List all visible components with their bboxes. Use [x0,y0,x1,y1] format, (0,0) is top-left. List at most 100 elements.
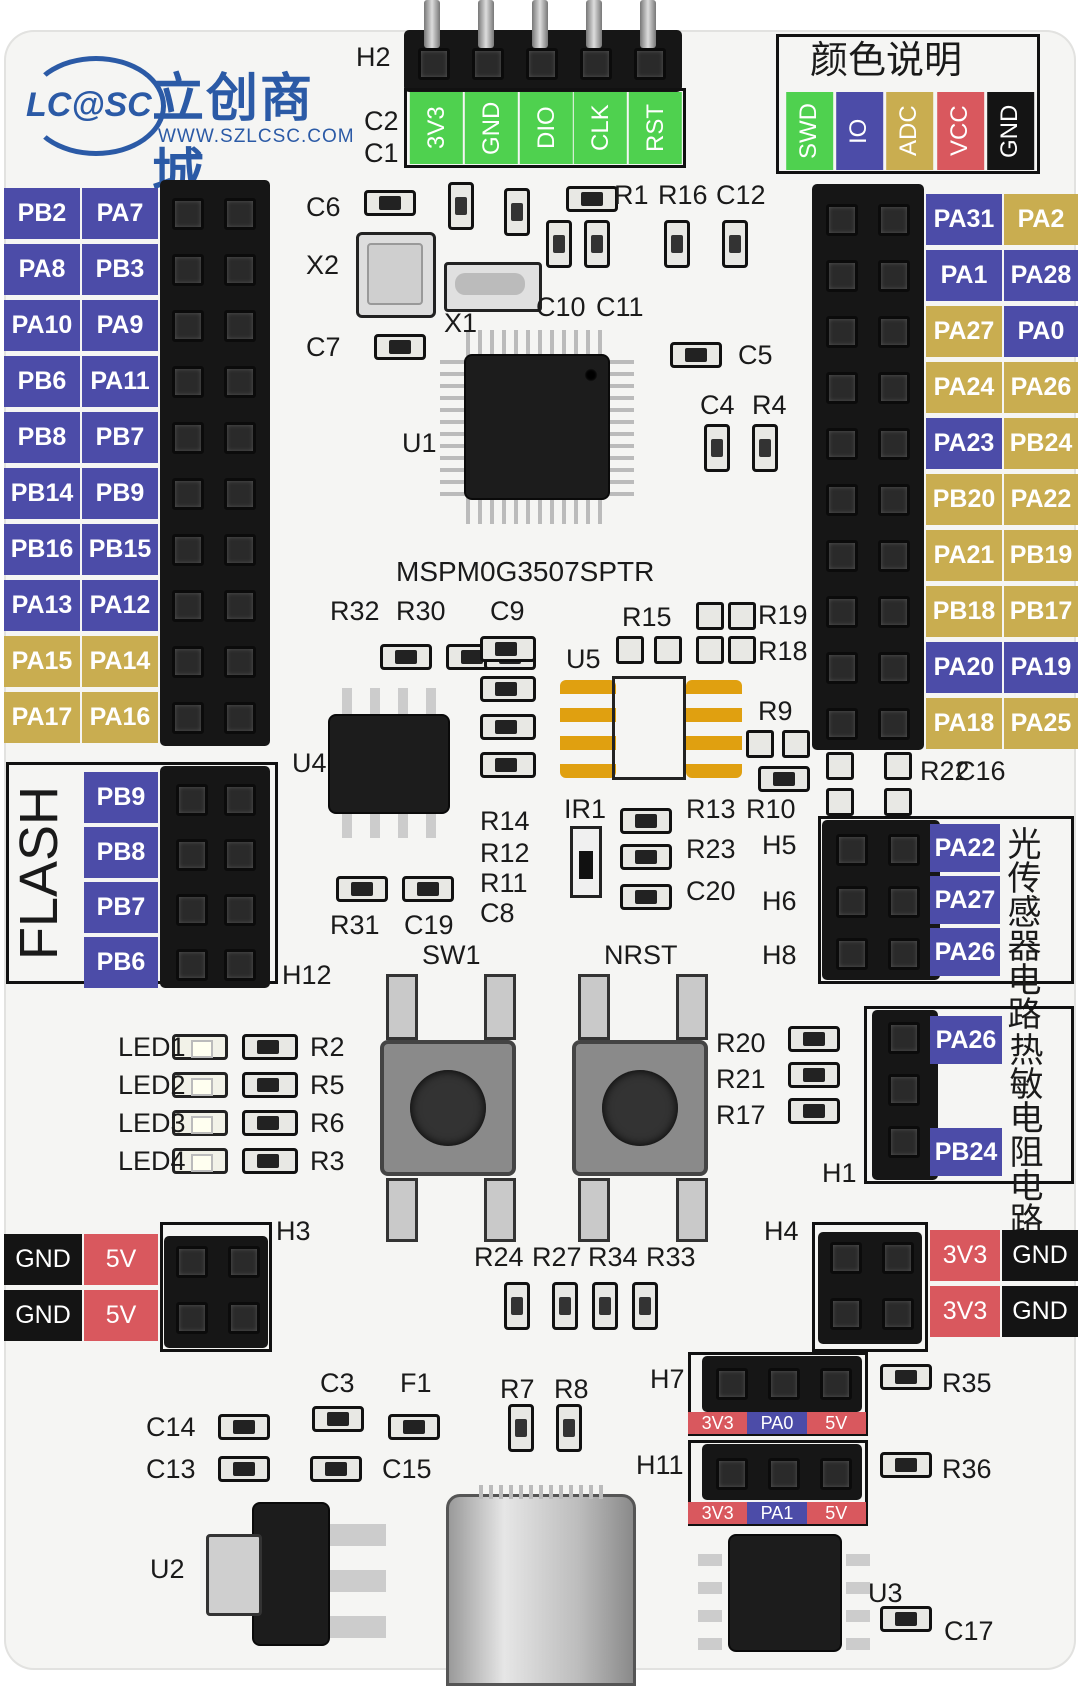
silk-label-c9: C9 [490,596,525,626]
passive-component [504,188,530,236]
h2-pin-post [424,0,440,48]
silk-label-r24: R24 [474,1242,524,1272]
passive-component [364,190,416,216]
passive-pad [826,788,854,816]
power-right-3v3: 3V3 [930,1286,1000,1337]
silk-label-r13: R13 [686,794,736,824]
right-header-pin [878,372,910,404]
right-header-pin [826,428,858,460]
logo-url: WWW.SZLCSC.COM [158,126,355,147]
silk-label-r7: R7 [500,1374,535,1404]
passive-component [880,1606,932,1632]
power-right-gnd: GND [1002,1286,1078,1337]
silk-label-r35: R35 [942,1368,992,1398]
u2-ref: U2 [150,1554,185,1584]
passive-pad [826,752,854,780]
legend-item: GND [986,92,1035,170]
thermistor-ref: H1 [822,1158,857,1188]
right-pin-label: PA26 [1004,362,1078,413]
passive-pad [616,636,644,664]
sw1-leg [386,974,418,1040]
right-pin-label: PA25 [1004,698,1078,749]
left-pin-label: PA11 [82,356,158,407]
nrst-leg [676,974,708,1040]
passive-pad [696,636,724,664]
flash-header-pin [176,894,208,926]
legend-title: 颜色说明 [810,40,963,82]
silk-label-r22: R22 [920,756,970,786]
left-header-pin [224,478,256,510]
h2-pin-post [532,0,548,48]
passive-component [620,884,672,910]
flash-pin-label: PB9 [84,772,158,823]
right-pin-label: PB19 [1004,530,1078,581]
left-pin-label: PB3 [82,244,158,295]
silk-label-c15: C15 [382,1454,432,1484]
power-right-pin [830,1298,862,1330]
passive-component [374,334,426,360]
flash-header-pin [224,839,256,871]
right-pin-label: PA31 [926,194,1002,245]
silk-label-u5: U5 [566,644,601,674]
h11-pin-label: 5V [806,1502,866,1524]
passive-component [704,424,730,472]
right-header-pin [826,596,858,628]
power-right-gnd: GND [1002,1230,1078,1281]
h2-pin-label: CLK [574,92,628,164]
silk-label-r23: R23 [686,834,736,864]
silk-label-c10: C10 [536,292,586,322]
left-pin-label: PB7 [82,412,158,463]
passive-component [480,752,536,778]
silk-label-r16: R16 [658,180,708,210]
passive-component [504,1282,530,1330]
passive-pad [884,788,912,816]
right-header-pin [826,260,858,292]
light-sensor-pin-label: PA27 [930,876,1000,924]
silk-label-f1: F1 [400,1368,432,1398]
flash-ref: H12 [282,960,332,990]
silk-label-r17: R17 [716,1100,766,1130]
left-header-pin [224,702,256,734]
passive-pad [746,730,774,758]
left-header-pin [224,198,256,230]
right-pin-label: PA19 [1004,642,1078,693]
passive-component [664,220,690,268]
right-pin-label: PA22 [1004,474,1078,525]
right-header-pin [878,596,910,628]
nrst-button[interactable] [572,1040,708,1176]
passive-component [310,1456,362,1482]
h2-pin [634,48,666,80]
silk-label-x2: X2 [306,250,340,280]
usb-c-connector[interactable] [446,1485,636,1686]
left-header-pin [172,590,204,622]
power-right-ref: H4 [764,1216,799,1246]
power-left-box [160,1222,272,1352]
right-pin-label: PA1 [926,250,1002,301]
silk-label-c1: C1 [364,138,399,168]
passive-component [242,1148,298,1174]
right-pin-label: PA0 [1004,306,1078,357]
pin-header-pin [768,1458,800,1490]
led-component [172,1072,228,1098]
right-header-pin [878,260,910,292]
passive-pad [728,602,756,630]
pin-header-pin [820,1458,852,1490]
legend-item: SWD [786,92,834,170]
silk-label-led3: LED3 [118,1108,186,1138]
passive-component [752,424,778,472]
light-sensor-box [818,816,1074,984]
pin-header-pin [768,1368,800,1400]
passive-component [242,1034,298,1060]
right-pin-label: PA24 [926,362,1002,413]
flash-pin-label: PB7 [84,882,158,933]
flash-pin-label: PB8 [84,827,158,878]
reset-button-sw1[interactable] [380,1040,516,1176]
passive-component [620,844,672,870]
led-component [172,1034,228,1060]
silk-label-c11: C11 [596,292,644,322]
u5-pads-right [686,680,742,778]
led-component [172,1110,228,1136]
right-pin-label: PA27 [926,306,1002,357]
left-header-pin [224,422,256,454]
legend-item: ADC [886,92,934,170]
